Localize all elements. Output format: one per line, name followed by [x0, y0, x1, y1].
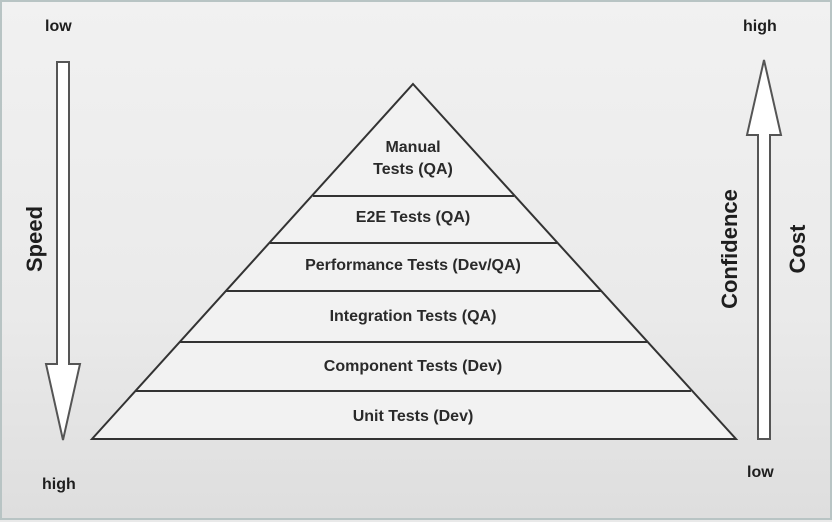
speed-top-label: low	[45, 18, 72, 35]
confidence-axis-title: Confidence	[717, 189, 742, 309]
tier-manual-tests: Manual Tests (QA)	[373, 137, 453, 181]
speed-bottom-label: high	[42, 476, 76, 493]
pyramid-outline	[89, 82, 739, 440]
tier-component-tests: Component Tests (Dev)	[323, 358, 503, 375]
tier-e2e-tests: E2E Tests (QA)	[355, 209, 471, 226]
cost-top-label: high	[743, 18, 777, 35]
tier-manual-line2: Tests (QA)	[373, 161, 453, 178]
tier-manual-line1: Manual	[385, 139, 441, 156]
speed-axis-title: Speed	[22, 205, 47, 273]
tier-integration-tests: Integration Tests (QA)	[329, 308, 497, 325]
cost-bottom-label: low	[747, 464, 774, 481]
tier-performance-tests: Performance Tests (Dev/QA)	[305, 257, 521, 274]
speed-arrow	[44, 61, 82, 441]
tier-unit-tests: Unit Tests (Dev)	[352, 408, 474, 425]
cost-axis-title: Cost	[785, 224, 810, 274]
confidence-cost-arrow	[745, 59, 783, 440]
